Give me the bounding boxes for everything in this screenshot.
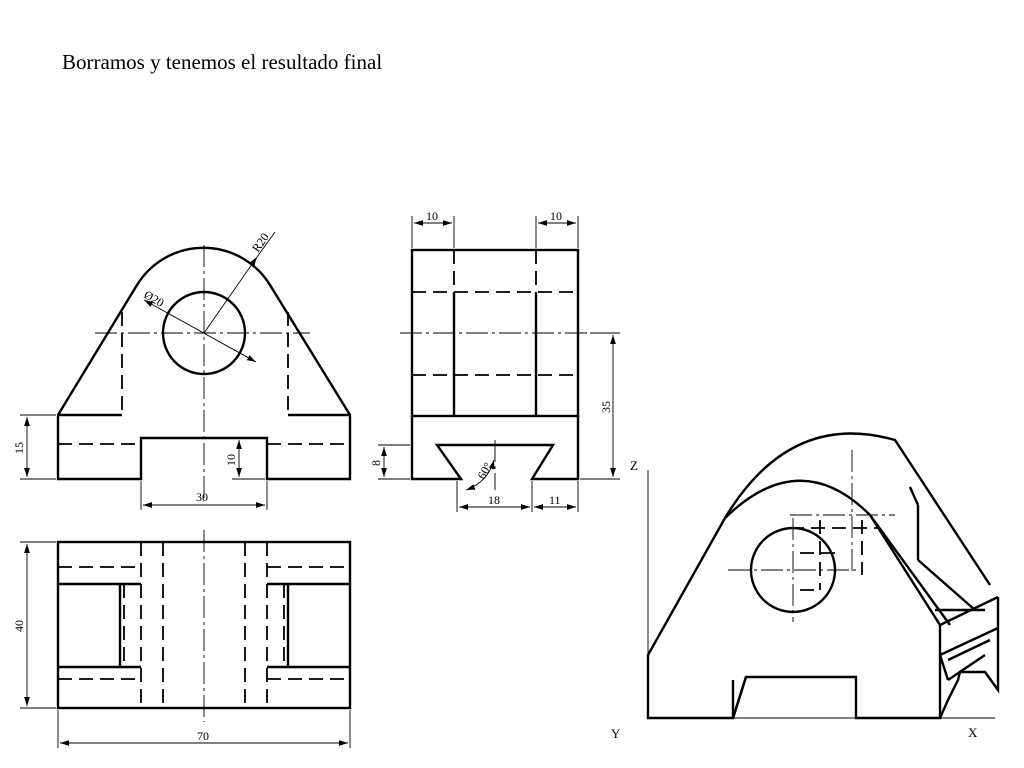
r20-leader	[203, 256, 258, 334]
angle-arc	[465, 459, 495, 491]
axis-x-label: X	[968, 725, 978, 740]
front-outline	[56, 246, 352, 481]
dim-side-left-label: 10	[426, 209, 438, 223]
top-view: 40 70	[12, 530, 352, 748]
iso-web-top	[908, 486, 920, 506]
diameter-leader	[143, 299, 257, 363]
iso-right-block	[938, 597, 1000, 719]
dim-18-label: 18	[488, 493, 500, 507]
dim-11-label: 11	[549, 493, 561, 507]
r20-label: R20	[249, 230, 272, 254]
front-view: 15 10 30 R20 Ø20	[12, 230, 352, 510]
dim-8-label: 8	[369, 460, 383, 466]
dim-10-slot-label: 10	[224, 454, 238, 466]
dim-35-label: 35	[599, 401, 613, 413]
dim-40-label: 40	[12, 620, 26, 632]
axis-y-label: Y	[611, 726, 621, 741]
dim-70-label: 70	[197, 729, 209, 743]
isometric-view: Z Y X	[611, 432, 1000, 741]
iso-slope-edge	[869, 514, 951, 626]
page-caption: Borramos y tenemos el resultado final	[62, 50, 383, 74]
dim-15-label: 15	[12, 442, 26, 454]
diameter-label: Ø20	[142, 287, 167, 309]
axis-z-label: Z	[630, 458, 638, 473]
angle-label: 60°	[474, 460, 495, 482]
iso-front-face	[646, 479, 942, 720]
dim-30-label: 30	[196, 490, 208, 504]
iso-slot-chamfer	[731, 676, 748, 719]
side-view: 10 10 35 8 60° 18 11	[369, 209, 620, 512]
iso-back-arch	[723, 432, 992, 586]
dim-side-right-label: 10	[550, 209, 562, 223]
